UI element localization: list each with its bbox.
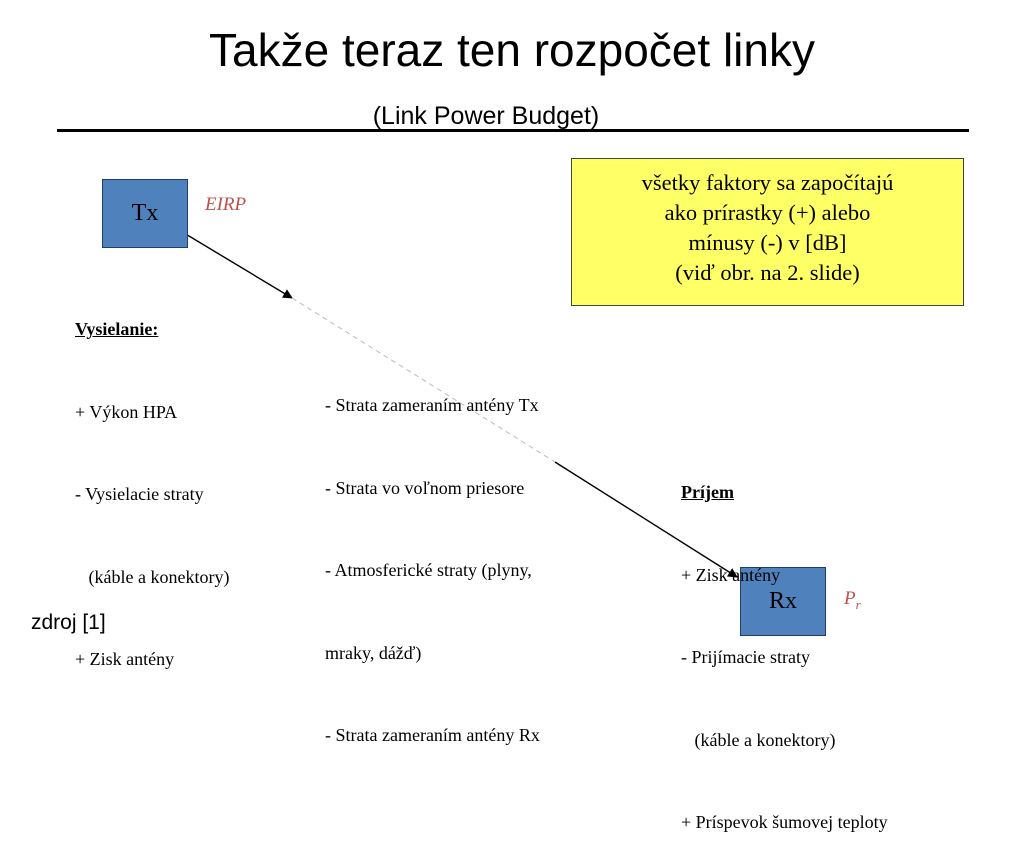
rx-label: Rx <box>768 588 797 614</box>
transmit-line: (káble a konektory) <box>75 566 230 587</box>
pr-label: Pr <box>844 588 861 613</box>
pr-label-base: P <box>844 588 856 609</box>
link-arrows <box>183 232 738 578</box>
source-citation: zdroj [1] <box>31 611 106 634</box>
title-underline <box>57 129 969 132</box>
path-line: - Strata vo voľnom priesore <box>325 477 525 498</box>
transmit-line: - Vysielacie straty <box>75 484 204 504</box>
note-box: všetky faktory sa započítajú ako prírast… <box>571 158 964 306</box>
path-dashed-line <box>291 297 556 463</box>
rx-box: Rx <box>740 567 826 636</box>
tx-arrow <box>183 232 293 299</box>
tx-box: Tx <box>102 179 188 248</box>
path-line: mraky, dážď) <box>325 642 422 663</box>
path-line: - Strata zameraním antény Rx <box>325 725 540 745</box>
path-losses-block: - Strata zameraním antény Tx - Strata vo… <box>325 337 540 777</box>
rx-arrow <box>554 461 738 578</box>
receive-line: + Zisk antény <box>681 564 781 585</box>
slide-subtitle: (Link Power Budget) <box>372 102 600 130</box>
tx-label: Tx <box>131 200 159 226</box>
pr-label-sub: r <box>855 596 861 612</box>
receive-line: + Príspevok šumovej teploty <box>681 812 888 832</box>
path-line: - Atmosferické straty (plyny, <box>325 560 532 580</box>
slide-title: Takže teraz ten rozpočet linky <box>209 24 815 76</box>
transmit-block: Vysielanie: + Výkon HPA - Vysielacie str… <box>75 261 229 701</box>
transmit-heading: Vysielanie: <box>75 319 159 339</box>
transmit-line: + Zisk antény <box>75 649 175 669</box>
note-line: (viď obr. na 2. slide) <box>675 260 860 285</box>
receive-heading: Príjem <box>681 482 734 502</box>
transmit-line: + Výkon HPA <box>75 401 178 422</box>
eirp-label: EIRP <box>205 194 247 215</box>
receive-line: - Prijímacie straty <box>681 647 810 667</box>
note-line: ako prírastky (+) alebo <box>664 200 871 225</box>
receive-block: Príjem + Zisk antény - Prijímacie straty… <box>681 424 888 864</box>
note-line: všetky faktory sa započítajú <box>641 170 894 195</box>
note-line: mínusy (-) v [dB] <box>688 230 847 255</box>
receive-line: (káble a konektory) <box>681 729 836 750</box>
path-line: - Strata zameraním antény Tx <box>325 395 539 415</box>
